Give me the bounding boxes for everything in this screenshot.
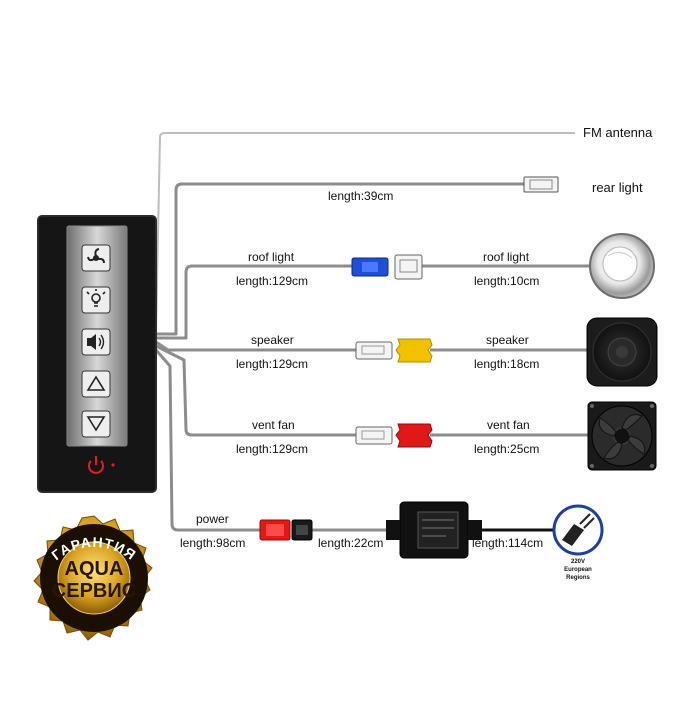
- label-roof-light-right-length: length:10cm: [474, 274, 539, 288]
- label-power-length: length:98cm: [180, 536, 245, 550]
- wire-roof-light: [156, 264, 352, 340]
- label-rear-light-length: length:39cm: [328, 189, 393, 203]
- speaker-device: [586, 317, 658, 387]
- warranty-seal: ГАРАНТИЯ КАЧЕСТВА AQUA СЕРВИС: [33, 515, 153, 672]
- power-connector-black: [291, 519, 313, 541]
- label-power: power: [196, 512, 229, 526]
- speaker-connector-white: [355, 341, 393, 360]
- arrow-down-icon: [86, 416, 106, 432]
- power-icon[interactable]: [88, 456, 115, 474]
- seal-brand-2: СЕРВИС: [52, 580, 136, 602]
- wire-speaker: [155, 340, 356, 352]
- panel-button-down[interactable]: [81, 410, 111, 438]
- label-roof-light-right: roof light: [483, 250, 530, 264]
- vent-fan-connector-white: [355, 426, 393, 445]
- seal-bottom-text: КАЧЕСТВА: [54, 645, 135, 672]
- labels: FM antenna rear light length:39cm roof l…: [180, 125, 653, 581]
- seal-brand-1: AQUA: [65, 558, 124, 580]
- label-roof-light-left: roof light: [248, 250, 295, 264]
- speaker-icon: [87, 334, 105, 350]
- eu-plug-icon: [552, 504, 604, 556]
- wire-power: [154, 349, 260, 532]
- vent-fan-connector-red: [395, 423, 433, 448]
- wire-fm-antenna: [155, 132, 575, 331]
- label-adapter-out-length: length:114cm: [472, 536, 543, 550]
- label-speaker-left-length: length:129cm: [236, 357, 308, 371]
- label-plug-region-2: Regions: [566, 575, 590, 581]
- label-plug-voltage: 220V: [571, 559, 585, 565]
- label-speaker-right: speaker: [486, 333, 529, 347]
- arrow-up-icon: [86, 375, 106, 391]
- panel-button-speaker[interactable]: [81, 328, 111, 356]
- roof-light-connector-blue: [351, 257, 389, 277]
- vent-fan-device: [587, 401, 657, 471]
- power-adapter: [386, 501, 482, 559]
- fan-icon: [87, 248, 105, 264]
- rear-light-connector: [523, 176, 559, 193]
- power-connector-red: [259, 519, 291, 541]
- label-speaker-left: speaker: [251, 333, 294, 347]
- label-vent-fan-left: vent fan: [252, 418, 295, 432]
- wire-vent-fan: [155, 344, 356, 437]
- label-roof-light-left-length: length:129cm: [236, 274, 308, 288]
- panel-button-fan[interactable]: [81, 244, 111, 272]
- label-plug-region-1: European: [564, 567, 592, 573]
- wires: [154, 132, 594, 532]
- speaker-connector-yellow: [395, 338, 433, 363]
- label-vent-fan-left-length: length:129cm: [236, 442, 308, 456]
- label-rear-light: rear light: [592, 180, 643, 195]
- label-vent-fan-right-length: length:25cm: [474, 442, 539, 456]
- control-panel: [37, 215, 157, 493]
- label-fm-antenna: FM antenna: [583, 125, 653, 140]
- label-vent-fan-right: vent fan: [487, 418, 530, 432]
- panel-button-up[interactable]: [81, 370, 111, 398]
- roof-light-connector-white: [394, 254, 423, 280]
- wire-rear-light: [156, 182, 524, 336]
- label-adapter-in-length: length:22cm: [318, 536, 383, 550]
- panel-button-light[interactable]: [81, 286, 111, 314]
- roof-light-lamp: [589, 233, 655, 299]
- bulb-icon: [86, 289, 106, 307]
- label-speaker-right-length: length:18cm: [474, 357, 539, 371]
